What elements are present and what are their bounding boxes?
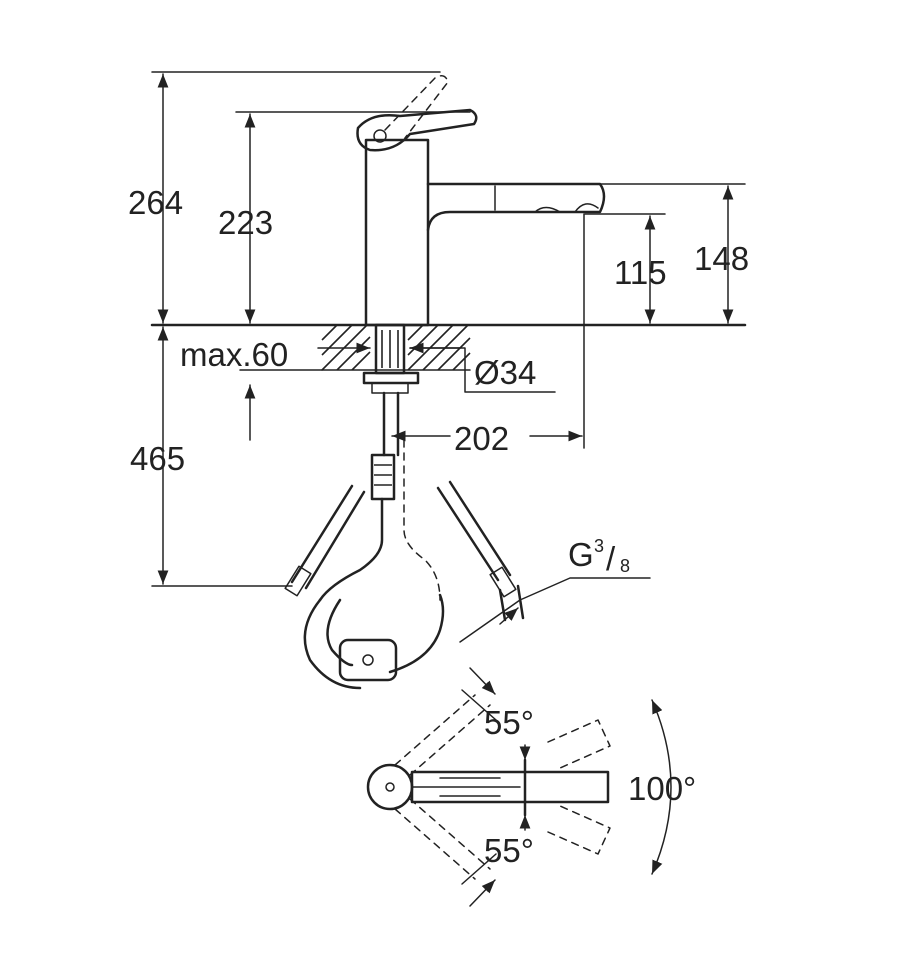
- dimension-lines: [151, 71, 746, 643]
- label-connection-slash: /: [606, 540, 616, 577]
- dim-connection-arrow: [499, 607, 519, 625]
- mounting-washer: [371, 382, 409, 394]
- label-below-counter: 465: [130, 440, 185, 477]
- supply-hose-right-a: [436, 486, 500, 582]
- supply-fitting-right: [489, 566, 517, 598]
- lever-raised-ghost: [384, 75, 449, 139]
- mounting-nut: [362, 371, 420, 385]
- label-swivel-range: 100°: [628, 770, 696, 807]
- faucet-spout: [426, 182, 606, 232]
- faucet-side-view: [150, 75, 747, 690]
- label-max-thickness: max.60: [180, 336, 288, 373]
- top-view-center: [385, 782, 395, 792]
- label-outlet-height: 115: [614, 254, 667, 291]
- hose-to-loop: [318, 497, 384, 602]
- supply-hose-left-a: [290, 484, 354, 584]
- faucet-body: [364, 138, 430, 327]
- angle-guide-upper: [461, 689, 497, 721]
- supply-fitting-left: [284, 565, 312, 597]
- top-view-ghost-upper-end: [547, 719, 611, 769]
- hose-pullout-ghost: [403, 439, 441, 601]
- dim-hole-leader: [409, 347, 556, 393]
- label-spout-height: 148: [694, 240, 749, 277]
- lever-pivot: [373, 129, 387, 143]
- label-lever-height: 223: [218, 204, 273, 241]
- angle-guide-lower: [461, 853, 497, 885]
- hose-loop-right: [388, 593, 445, 674]
- label-total-height: 264: [128, 184, 183, 221]
- supply-hose-right-b: [448, 480, 512, 577]
- hose-connector: [370, 453, 396, 501]
- angle-arrow-lower: [469, 879, 496, 907]
- label-angle-right: 55°: [484, 832, 534, 869]
- faucet-top-view: [366, 667, 672, 907]
- top-view-spout-detail: [439, 777, 501, 797]
- dimension-labels: 264 223 148 115 465 max.60 Ø34 202 G 3 /…: [128, 184, 749, 869]
- label-connection-main: G: [568, 536, 594, 573]
- label-angle-left: 55°: [484, 704, 534, 741]
- faucet-lever: [356, 108, 478, 152]
- label-reach: 202: [454, 420, 509, 457]
- dim-connection-leader: [459, 577, 651, 643]
- top-view-body: [366, 763, 414, 811]
- top-view-ghost-lower: [394, 798, 491, 880]
- hose-loop-inner: [326, 598, 354, 667]
- hose-loop-left: [303, 598, 362, 690]
- label-hole-diameter: Ø34: [474, 354, 536, 391]
- spout-outlet-left: [534, 206, 561, 213]
- supply-hose-left-b: [304, 490, 366, 590]
- top-view-ghost-lower-end: [547, 805, 611, 855]
- spout-outlet-right: [574, 203, 599, 213]
- countertop-hatching: [321, 324, 471, 371]
- angle-arrow-upper: [469, 667, 496, 695]
- label-connection-num: 3: [594, 536, 604, 556]
- supply-fitting-right-end: [498, 584, 525, 622]
- hose-weight-screw: [362, 654, 374, 666]
- hose-weight: [338, 638, 398, 682]
- top-view-ghost-upper: [394, 694, 491, 776]
- label-connection-den: 8: [620, 556, 630, 576]
- angle-100-arc: [651, 699, 672, 875]
